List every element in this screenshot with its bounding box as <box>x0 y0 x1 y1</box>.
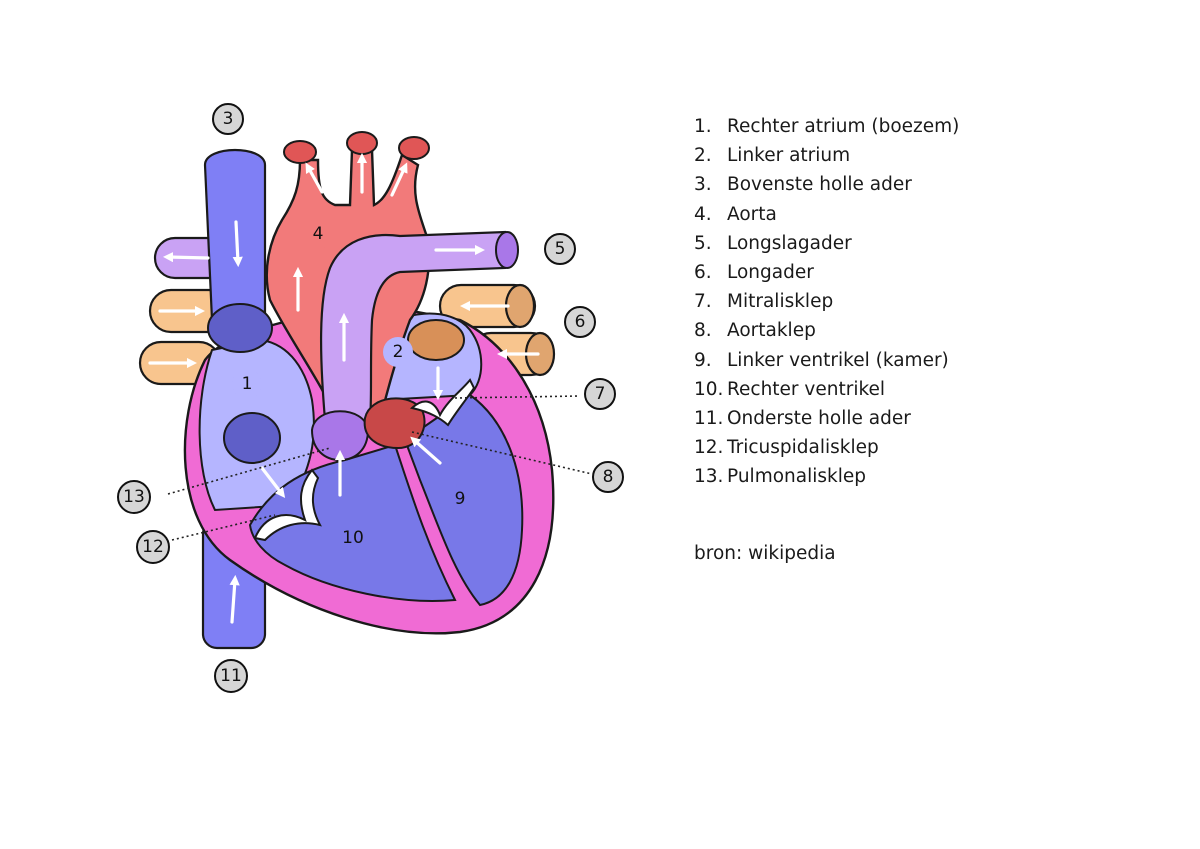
mitral-valve <box>409 378 476 427</box>
marker-12: 12 <box>136 530 170 564</box>
svg-text:8: 8 <box>603 467 614 487</box>
tricuspid-valve <box>253 468 322 542</box>
svg-text:13: 13 <box>123 487 145 507</box>
marker-2: 2 <box>383 337 413 367</box>
marker-10: 10 <box>337 522 369 554</box>
svg-text:7: 7 <box>595 384 606 404</box>
legend-item: 1.Rechter atrium (boezem) <box>694 116 960 137</box>
leader-lines <box>167 395 593 541</box>
superior-vena-cava <box>203 148 267 322</box>
svg-text:3: 3 <box>223 109 234 129</box>
pulmonary-valve <box>310 410 370 462</box>
legend-list: 1.Rechter atrium (boezem) 2.Linker atriu… <box>694 112 959 491</box>
aorta-branch-opening-2 <box>346 131 378 155</box>
superior-vena-cava-opening <box>207 303 273 353</box>
svg-text:10: 10 <box>342 528 364 548</box>
legend-item: 7.Mitralisklep <box>694 291 834 313</box>
aorta-branch-opening-3 <box>398 136 430 160</box>
marker-7: 7 <box>584 378 616 410</box>
blood-flow-arrows <box>148 152 540 624</box>
legend-item: 12.Tricuspidalisklep <box>694 437 879 459</box>
legend-item: 13.Pulmonalisklep <box>694 466 866 488</box>
legend-item: 10.Rechter ventrikel <box>694 378 886 400</box>
aorta-branch-opening-1 <box>283 140 317 164</box>
svg-text:11: 11 <box>220 666 242 686</box>
source-credit: bron: wikipedia <box>694 543 836 564</box>
svg-text:4: 4 <box>313 224 324 244</box>
pulmonary-artery-right-opening <box>495 231 519 269</box>
pulmonary-vein-opening <box>407 319 465 361</box>
svg-text:5: 5 <box>555 239 566 259</box>
svg-text:6: 6 <box>575 312 586 332</box>
svg-text:9: 9 <box>455 489 466 509</box>
legend-item: 2.Linker atrium <box>694 145 851 167</box>
legend-item: 9.Linker ventrikel (kamer) <box>694 349 949 371</box>
marker-1: 1 <box>232 369 262 399</box>
legend-item: 3.Bovenste holle ader <box>694 174 912 196</box>
marker-3: 3 <box>212 103 244 135</box>
pulmonary-trunk <box>319 230 507 422</box>
svg-text:2: 2 <box>393 342 404 362</box>
legend-item: 6.Longader <box>694 261 814 283</box>
marker-13: 13 <box>117 480 151 514</box>
inferior-vena-cava-opening <box>223 412 281 464</box>
legend-item: 4.Aorta <box>694 203 777 225</box>
legend-item: 5.Longslagader <box>694 232 852 254</box>
svg-text:1: 1 <box>242 374 253 394</box>
marker-5: 5 <box>544 233 576 265</box>
aortic-valve <box>363 397 426 450</box>
marker-6: 6 <box>564 306 596 338</box>
marker-9: 9 <box>445 484 475 514</box>
marker-11: 11 <box>214 659 248 693</box>
marker-4: 4 <box>303 219 333 249</box>
marker-8: 8 <box>592 461 624 493</box>
legend-item: 8.Aortaklep <box>694 320 816 342</box>
svg-text:12: 12 <box>142 537 164 557</box>
legend-item: 11.Onderste holle ader <box>694 407 911 429</box>
